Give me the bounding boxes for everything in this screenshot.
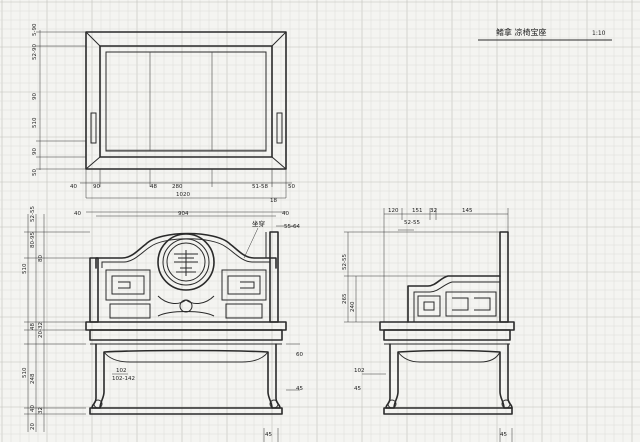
- dim-side-151: 151: [412, 208, 423, 214]
- dim-front-v-2: 510: [22, 263, 28, 274]
- dim-front-102-142: 102-142: [112, 376, 135, 382]
- dim-overall-1020: 1020: [176, 192, 190, 198]
- dim-front-v-10: 20: [30, 423, 36, 430]
- dim-front-left-40: 40: [74, 211, 81, 217]
- dim-top-left-5: 50: [32, 169, 38, 176]
- front-view: 40 904 40 55-64 坐穿: [22, 206, 303, 442]
- scale-text: 1:10: [592, 30, 606, 37]
- dim-top-left-4: 90: [32, 148, 38, 155]
- seat-callout: 坐穿: [252, 219, 265, 228]
- dim-front-v-0: 52-55: [30, 206, 36, 222]
- dim-side-v-0: 52-55: [342, 254, 348, 270]
- dim-top-left-2: 90: [32, 93, 38, 100]
- dim-right-18: 18: [270, 198, 277, 204]
- dim-top-bottom-4: 51-58: [252, 184, 268, 190]
- dim-front-v-5: 20-32: [38, 322, 44, 338]
- dim-top-bottom-3: 280: [172, 184, 183, 190]
- dim-front-v-1: 80-95: [30, 232, 36, 248]
- top-view: 5-90 52-90 90 510 90 50 40 90 48 280 51-…: [32, 23, 295, 204]
- dim-front-102: 102: [116, 368, 127, 374]
- dim-front-right-45: 45: [296, 386, 303, 392]
- dim-side-foot-45: 45: [500, 432, 507, 438]
- dim-side-52-55-top: 52-55: [404, 220, 420, 226]
- title-text: 鳍拿 凉椅宝座: [496, 27, 547, 37]
- dim-front-v-6: 510: [22, 367, 28, 378]
- dim-front-55-64: 55-64: [284, 224, 300, 230]
- dim-side-120: 120: [388, 208, 399, 214]
- dim-front-right-40: 40: [282, 211, 289, 217]
- front-left-ticks: [24, 231, 90, 415]
- dim-top-left-1: 52-90: [32, 44, 38, 60]
- dim-top-left-0: 5-90: [32, 23, 38, 36]
- dim-top-bottom-2: 48: [150, 184, 157, 190]
- dim-top-bottom-5: 50: [288, 184, 295, 190]
- dim-front-v-9: 32: [38, 407, 44, 414]
- dim-front-foot-45: 45: [265, 432, 272, 438]
- side-view: 120 151 32 145 52-55 52-55 265 240 102 4…: [342, 208, 515, 442]
- dim-front-v-3: 80: [38, 255, 44, 262]
- dim-side-145: 145: [462, 208, 473, 214]
- dim-front-right-60: 60: [296, 352, 303, 358]
- dim-front-v-4: 48: [30, 323, 36, 330]
- dim-front-v-7: 248: [30, 373, 36, 384]
- dim-side-v-2: 240: [350, 301, 356, 312]
- dim-side-102: 102: [354, 368, 365, 374]
- dim-top-bottom-1: 90: [93, 184, 100, 190]
- dim-top-bottom-0: 40: [70, 184, 77, 190]
- dim-side-45: 45: [354, 386, 361, 392]
- dim-front-v-8: 40: [30, 405, 36, 412]
- dim-side-32: 32: [430, 208, 437, 214]
- dim-top-left-3: 510: [32, 117, 38, 128]
- dim-front-904: 904: [178, 211, 189, 217]
- title-block: 鳍拿 凉椅宝座 1:10: [478, 27, 612, 41]
- dim-side-v-1: 265: [342, 293, 348, 304]
